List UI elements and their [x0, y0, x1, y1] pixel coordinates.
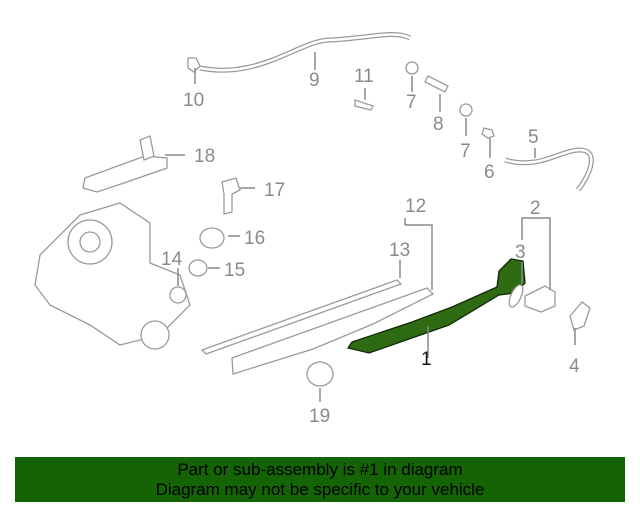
wiper-blade-12	[231, 287, 435, 375]
hose-connector-10	[187, 57, 201, 73]
callout-10: 10	[183, 90, 204, 111]
bracket-18	[82, 155, 168, 193]
cap-2	[524, 285, 556, 313]
cap-19	[306, 361, 334, 387]
callout-16: 16	[244, 228, 265, 249]
callout-6: 6	[484, 162, 495, 183]
callout-14: 14	[161, 249, 183, 270]
callout-13: 13	[389, 240, 410, 261]
callout-7b: 7	[460, 141, 471, 162]
washer-hose	[199, 32, 412, 73]
nut-15	[188, 259, 208, 277]
callout-3: 3	[515, 242, 526, 263]
check-valve-8	[424, 75, 449, 93]
connector-6	[481, 127, 495, 139]
banner-line-1: Part or sub-assembly is #1 in diagram	[177, 460, 463, 479]
callout-9: 9	[309, 70, 320, 91]
banner-line-2: Diagram may not be specific to your vehi…	[155, 480, 485, 499]
callout-4: 4	[569, 356, 580, 377]
bolt-17	[221, 177, 241, 215]
grommet-7a	[405, 61, 419, 75]
gasket-3	[508, 284, 524, 308]
parts-diagram: 1 2 3 4 5 6 7 7 8 9 10 11 12 13 14 15 16…	[34, 32, 594, 427]
grommet-7b	[459, 103, 473, 117]
callout-7a: 7	[406, 92, 417, 113]
wiper-arm-1	[346, 258, 526, 354]
cover-4	[569, 301, 591, 331]
callout-15: 15	[224, 260, 245, 281]
nozzle-11	[354, 99, 374, 111]
washer-hose-5	[504, 147, 594, 192]
callout-8: 8	[433, 114, 444, 135]
callout-12: 12	[405, 196, 426, 217]
callout-11: 11	[354, 66, 374, 87]
wiper-blade-13	[200, 279, 403, 355]
wiper-motor-14	[34, 202, 191, 346]
callout-5: 5	[528, 127, 539, 148]
callout-18: 18	[194, 146, 215, 167]
bushing-16	[199, 227, 225, 249]
info-banner: Part or sub-assembly is #1 in diagram Di…	[15, 457, 625, 502]
callout-1: 1	[421, 349, 432, 370]
callout-19: 19	[309, 406, 330, 427]
callout-17: 17	[264, 180, 285, 201]
callout-2: 2	[530, 198, 541, 219]
